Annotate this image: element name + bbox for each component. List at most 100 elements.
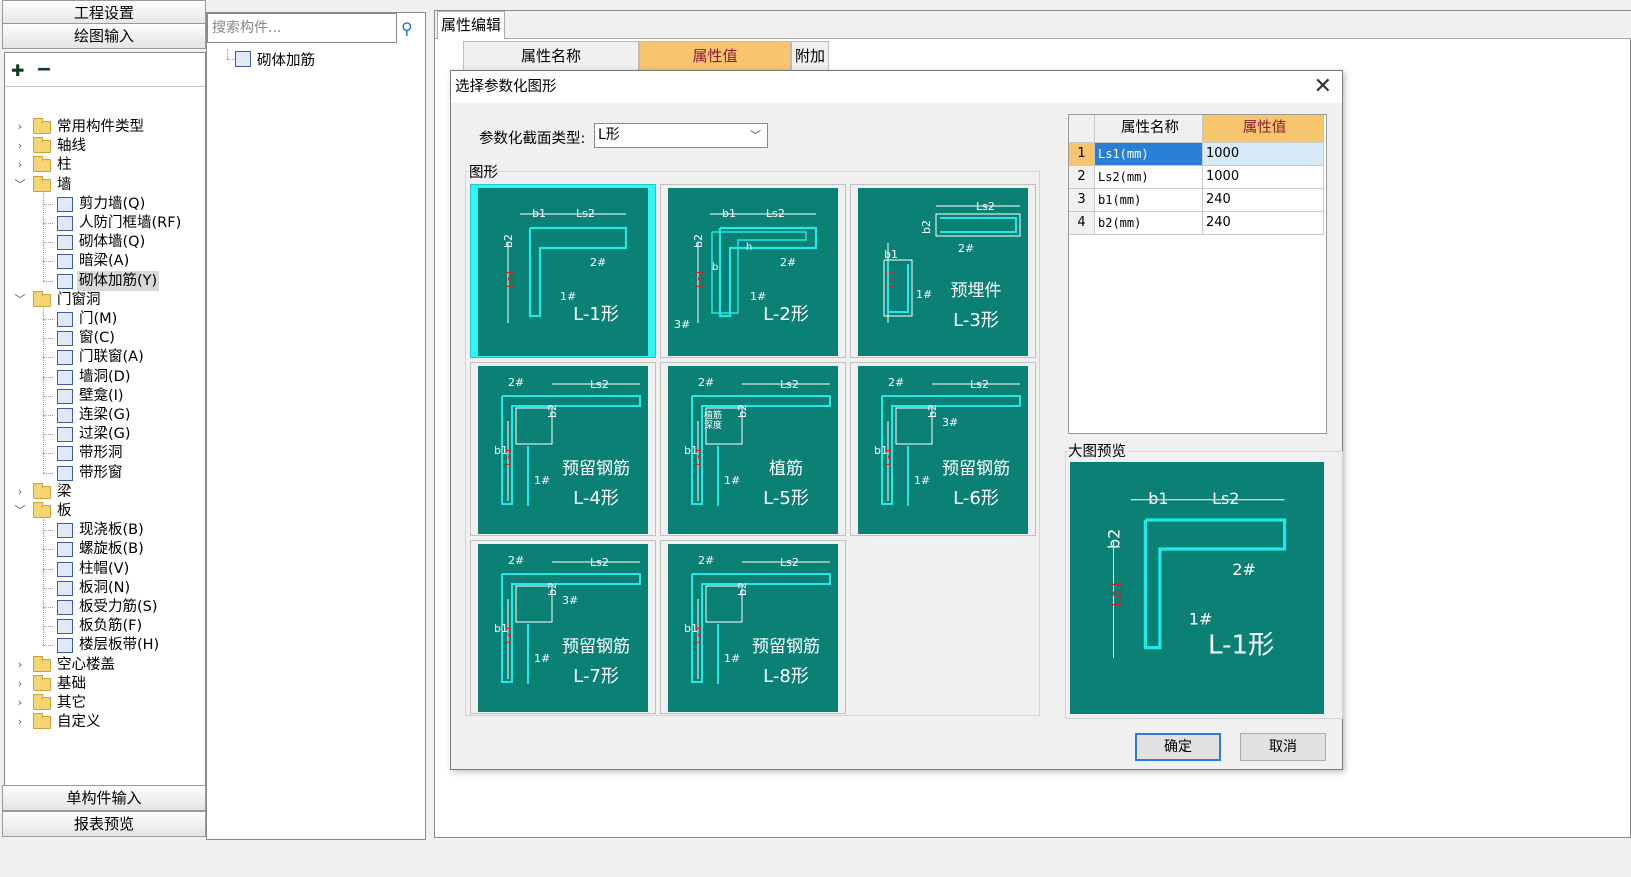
- shape-name: L-1形: [573, 304, 619, 325]
- project-settings-button[interactable]: 工程设置: [2, 0, 206, 26]
- shape-name: L-1形: [1208, 630, 1274, 660]
- expand-all-icon[interactable]: ✚: [11, 61, 25, 80]
- bar2-label: 2#: [590, 256, 606, 269]
- chevron-right-icon[interactable]: ›: [17, 484, 23, 498]
- tree-folder-label: 其它: [57, 695, 86, 711]
- column-cap-icon: [57, 561, 73, 577]
- property-value-cell[interactable]: 240: [1203, 189, 1324, 212]
- component-item[interactable]: 砌体加筋: [257, 53, 315, 69]
- chevron-down-icon: ﹀: [750, 129, 761, 142]
- shape-background: [478, 188, 648, 356]
- property-name-cell[interactable]: Ls2(mm): [1095, 166, 1203, 189]
- cancel-button[interactable]: 取消: [1240, 733, 1326, 761]
- search-input[interactable]: 搜索构件...: [207, 13, 397, 43]
- property-name-cell[interactable]: Ls1(mm): [1095, 143, 1203, 166]
- shape-background: [668, 188, 838, 356]
- chevron-right-icon[interactable]: ›: [17, 657, 23, 671]
- tree-item-label: 螺旋板(B): [79, 541, 144, 558]
- close-icon[interactable]: ✕: [1313, 74, 1332, 99]
- shape-background: [668, 366, 838, 534]
- row-index-header: [1069, 115, 1095, 143]
- chevron-right-icon[interactable]: ›: [17, 139, 23, 153]
- folder-icon: [33, 674, 51, 691]
- slab-negative-rebar-icon: [57, 619, 73, 635]
- property-value-cell[interactable]: 240: [1203, 212, 1324, 235]
- section-type-select[interactable]: L形 ﹀: [594, 123, 768, 148]
- collapse-all-icon[interactable]: ‒: [37, 56, 51, 80]
- tree-item-label: 板洞(N): [79, 579, 131, 596]
- wall-outline: [883, 259, 913, 317]
- report-preview-button[interactable]: 报表预览: [2, 811, 206, 837]
- shape-name: L-8形: [763, 666, 809, 687]
- shape-background: [668, 544, 838, 712]
- chevron-right-icon[interactable]: ›: [17, 158, 23, 172]
- chevron-right-icon[interactable]: ›: [17, 120, 23, 133]
- component-tree-panel: ✚ ‒ ›常用构件类型›轴线›柱﹀墙剪力墙(Q)人防门框墙(RF)砌体墙(Q)暗…: [4, 52, 206, 812]
- wall-outline: [515, 585, 553, 623]
- door-window-icon: [57, 350, 73, 366]
- property-value-cell[interactable]: 1000: [1203, 166, 1324, 189]
- tree-item-label: 板负筋(F): [79, 618, 143, 635]
- chevron-right-icon[interactable]: ›: [17, 715, 23, 729]
- ok-button[interactable]: 确定: [1135, 733, 1221, 761]
- wall-outline: [705, 407, 743, 445]
- chevron-down-icon[interactable]: ﹀: [14, 292, 26, 306]
- strip-hole-icon: [57, 446, 73, 462]
- section-type-value: L形: [598, 127, 620, 143]
- drawing-input-button[interactable]: 绘图输入: [2, 23, 206, 49]
- bar1-label: 1#: [534, 474, 550, 487]
- search-icon[interactable]: ⚲: [401, 19, 413, 38]
- property-value-cell[interactable]: 1000: [1203, 143, 1324, 166]
- rebar-outline: [881, 395, 1021, 505]
- dialog-title: 选择参数化图形: [451, 71, 1342, 103]
- chevron-right-icon[interactable]: ›: [17, 696, 23, 709]
- rebar-outline: [501, 573, 641, 683]
- ls2-label: Ls2: [976, 200, 995, 213]
- column-header-name: 属性名称: [463, 41, 639, 71]
- embedded-part: [935, 213, 1021, 237]
- tree-item-label: 连梁(G): [79, 407, 131, 423]
- row-index: 1: [1069, 143, 1095, 166]
- column-header-value: 属性值: [1203, 115, 1324, 143]
- ls2-label: Ls2: [590, 378, 609, 391]
- tree-folder-label: 空心楼盖: [57, 656, 115, 673]
- single-component-input-button[interactable]: 单构件输入: [2, 785, 206, 811]
- shape-caption: 预留钢筋: [942, 459, 1010, 479]
- folder-icon: [33, 137, 51, 154]
- shape-background: [478, 544, 648, 712]
- chevron-down-icon[interactable]: ﹀: [14, 177, 26, 191]
- bar3-label: 3#: [674, 318, 690, 331]
- ls1-label: Ls1: [884, 269, 897, 288]
- shape-background: [1070, 462, 1324, 714]
- rebar-outline: [940, 217, 1017, 233]
- property-name-cell[interactable]: b1(mm): [1095, 189, 1203, 212]
- b1-label: b1: [494, 622, 508, 635]
- folder-icon: [33, 694, 51, 710]
- tree-folder-label: 板: [57, 503, 72, 519]
- property-name-cell[interactable]: b2(mm): [1095, 212, 1203, 235]
- chevron-right-icon[interactable]: ›: [17, 676, 23, 690]
- ls2-label: Ls2: [780, 556, 799, 569]
- tab-property-edit[interactable]: 属性编辑: [437, 11, 505, 39]
- chevron-down-icon[interactable]: ﹀: [14, 504, 26, 517]
- row-index: 3: [1069, 189, 1095, 212]
- tree-item-label: 墙洞(D): [79, 368, 131, 385]
- bar1-label: 1#: [1189, 609, 1213, 628]
- bar1-label: 1#: [914, 474, 930, 487]
